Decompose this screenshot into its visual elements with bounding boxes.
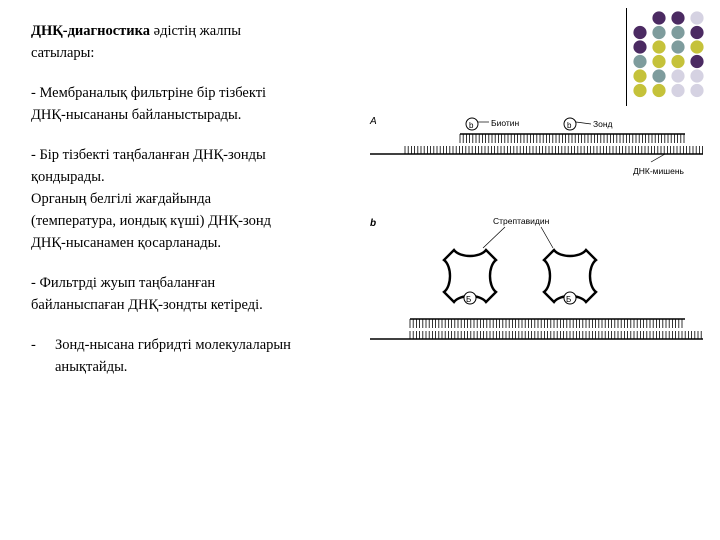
target-ticks-a — [404, 146, 704, 154]
decorative-dot — [690, 25, 704, 40]
label-probe: Зонд — [593, 119, 613, 129]
panel-label-b: b — [370, 218, 376, 229]
decorative-dot — [652, 25, 666, 40]
decorative-dot — [671, 11, 685, 25]
probe-ticks-b — [409, 319, 683, 328]
decorative-dot — [633, 40, 647, 54]
decorative-dot-grid — [633, 11, 704, 98]
biotin-marker-right — [563, 117, 577, 131]
probe-pointer — [575, 121, 592, 125]
decorative-dot — [690, 11, 704, 25]
biotin-bound-left-letter: Б — [466, 295, 471, 304]
label-biotin: Биотин — [491, 118, 520, 128]
decorative-dot — [690, 40, 704, 54]
biotin-marker-left — [465, 117, 479, 131]
paragraph-2: - Бір тізбекті таңбаланған ДНҚ-зонды қон… — [31, 147, 272, 251]
decorative-dot — [633, 54, 647, 69]
decorative-dot — [652, 11, 666, 25]
decorative-dot — [671, 69, 685, 83]
biotin-bound-left — [463, 291, 477, 305]
title-bold: ДНҚ-диагностика — [31, 23, 151, 39]
decorative-dot — [652, 54, 666, 69]
panel-label-a: A — [369, 116, 377, 127]
streptavidin-molecule-right — [542, 248, 598, 304]
decorative-dot — [671, 25, 685, 40]
label-streptavidin: Стрептавидин — [493, 216, 550, 226]
decorative-dot — [652, 40, 666, 54]
paragraph-3: - Фильтрді жуып таңбаланған байланыспаға… — [31, 275, 263, 313]
paragraph-4: - Зонд-нысана гибридті молекулаларын аны… — [31, 334, 376, 378]
decorative-dot — [633, 25, 647, 40]
biotin-marker-right-letter: b — [567, 121, 572, 130]
title-line2: сатылары: — [31, 45, 95, 61]
streptavidin-pointer-left — [482, 226, 506, 249]
biotin-bound-right — [563, 291, 577, 305]
biotin-marker-left-letter: b — [469, 121, 474, 130]
streptavidin-molecule-left — [442, 248, 498, 304]
decorative-dot — [671, 54, 685, 69]
bullet-dash: - — [31, 337, 36, 353]
title-rest: әдістің жалпы — [150, 23, 242, 39]
decorative-dot — [690, 54, 704, 69]
streptavidin-pointer-right — [540, 226, 554, 249]
decorative-dot — [671, 83, 685, 98]
decorative-dot — [652, 83, 666, 98]
biotin-bound-right-letter: Б — [566, 295, 571, 304]
title-block: ДНҚ-диагностика әдістің жалпы сатылары: — [31, 20, 376, 64]
target-pointer — [650, 153, 666, 163]
main-text: ДНҚ-диагностика әдістің жалпы сатылары: … — [31, 20, 376, 396]
decorative-dot — [633, 69, 647, 83]
hybridization-figure: A b b Биотин Зонд ДНК-мишень b Стрептави… — [369, 116, 704, 340]
decorative-dot — [652, 69, 666, 83]
target-ticks-b — [409, 331, 702, 339]
decorative-dot — [690, 69, 704, 83]
probe-ticks — [459, 134, 685, 143]
decorative-dot — [690, 83, 704, 98]
paragraph-1: - Мембраналық фильтріне бір тізбекті ДНҚ… — [31, 85, 267, 123]
decorative-dot — [671, 40, 685, 54]
decorative-dot — [633, 83, 647, 98]
label-target: ДНК-мишень — [633, 166, 685, 176]
divider-line — [626, 8, 627, 106]
